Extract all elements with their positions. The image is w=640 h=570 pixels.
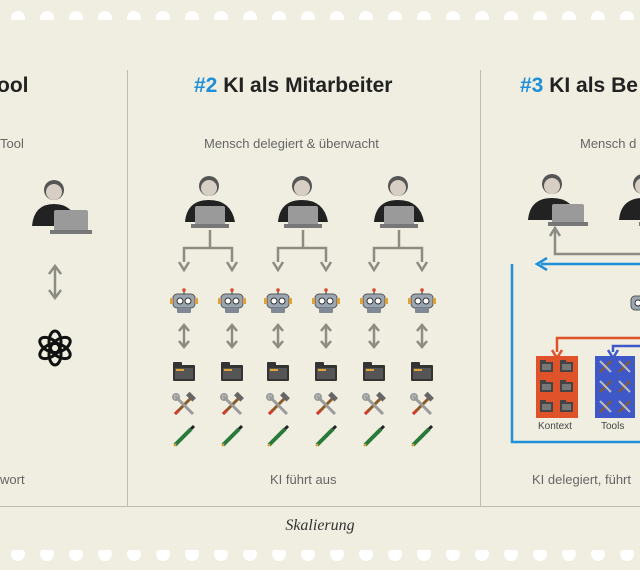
column-1-top-caption: Tool <box>0 136 24 151</box>
footer-caption: Skalierung <box>285 517 355 534</box>
tools-label: Tools <box>601 421 625 432</box>
hammer-wrench-icon <box>361 390 388 416</box>
gray-connector <box>553 230 640 256</box>
column-2-top-caption: Mensch delegiert & überwacht <box>204 136 379 151</box>
hammer-wrench-icon <box>171 390 198 416</box>
person-with-laptop-icon <box>185 176 235 228</box>
footer-rule <box>0 506 640 507</box>
column-1-bottom-caption: wort <box>0 472 25 487</box>
column-2-graphics <box>169 176 437 448</box>
person-with-laptop-icon <box>32 180 92 234</box>
double-arrow-icon <box>415 323 429 349</box>
hammer-wrench-icon <box>219 390 246 416</box>
column-3-graphics <box>510 174 640 444</box>
pen-icon <box>220 424 244 448</box>
robot-icon <box>359 287 389 314</box>
folder-icon <box>267 362 289 381</box>
person-with-laptop-icon <box>528 174 588 226</box>
hammer-wrench-icon <box>409 390 436 416</box>
person-with-laptop-icon <box>278 176 328 228</box>
column-divider-2 <box>480 70 481 506</box>
folder-icon <box>173 362 195 381</box>
person-with-laptop-icon <box>619 174 640 226</box>
robot-icon <box>630 295 640 311</box>
orange-arrow <box>555 336 640 352</box>
pen-icon <box>172 424 196 448</box>
folder-icon <box>315 362 337 381</box>
column-3-top-caption: Mensch d <box>580 136 637 151</box>
pen-icon <box>410 424 434 448</box>
openai-logo-icon <box>38 329 72 367</box>
double-arrow-icon <box>225 323 239 349</box>
column-1-graphics <box>32 180 92 367</box>
context-label: Kontext <box>538 421 572 432</box>
column-divider-1 <box>127 70 128 506</box>
top-border-dots <box>11 11 634 20</box>
blue-arrow-tools <box>611 344 640 352</box>
column-1-title: ool <box>0 74 29 97</box>
hammer-wrench-icon <box>313 390 340 416</box>
robot-icon <box>407 287 437 314</box>
blue-loop <box>510 264 640 444</box>
column-3-title: #3 KI als Be <box>520 74 638 97</box>
context-box <box>536 356 578 418</box>
folder-icon <box>221 362 243 381</box>
double-arrow-icon <box>271 323 285 349</box>
column-2-title: #2 KI als Mitarbeiter <box>194 74 393 97</box>
double-arrow-icon <box>177 323 191 349</box>
folder-icon <box>411 362 433 381</box>
tools-box <box>595 356 635 418</box>
robot-icon <box>311 287 341 314</box>
double-arrow-icon <box>319 323 333 349</box>
robot-icon <box>217 287 247 314</box>
double-arrow-icon <box>367 323 381 349</box>
pen-icon <box>362 424 386 448</box>
bottom-border-dots <box>11 550 634 561</box>
robot-icon <box>169 287 199 314</box>
branch-arrows <box>177 230 429 273</box>
folder-icon <box>363 362 385 381</box>
pen-icon <box>314 424 338 448</box>
robot-icon <box>263 287 293 314</box>
pen-icon <box>266 424 290 448</box>
column-2-bottom-caption: KI führt aus <box>270 472 337 487</box>
double-arrow-icon <box>48 263 62 301</box>
column-3-bottom-caption: KI delegiert, führt <box>532 472 631 487</box>
person-with-laptop-icon <box>374 176 424 228</box>
hammer-wrench-icon <box>265 390 292 416</box>
